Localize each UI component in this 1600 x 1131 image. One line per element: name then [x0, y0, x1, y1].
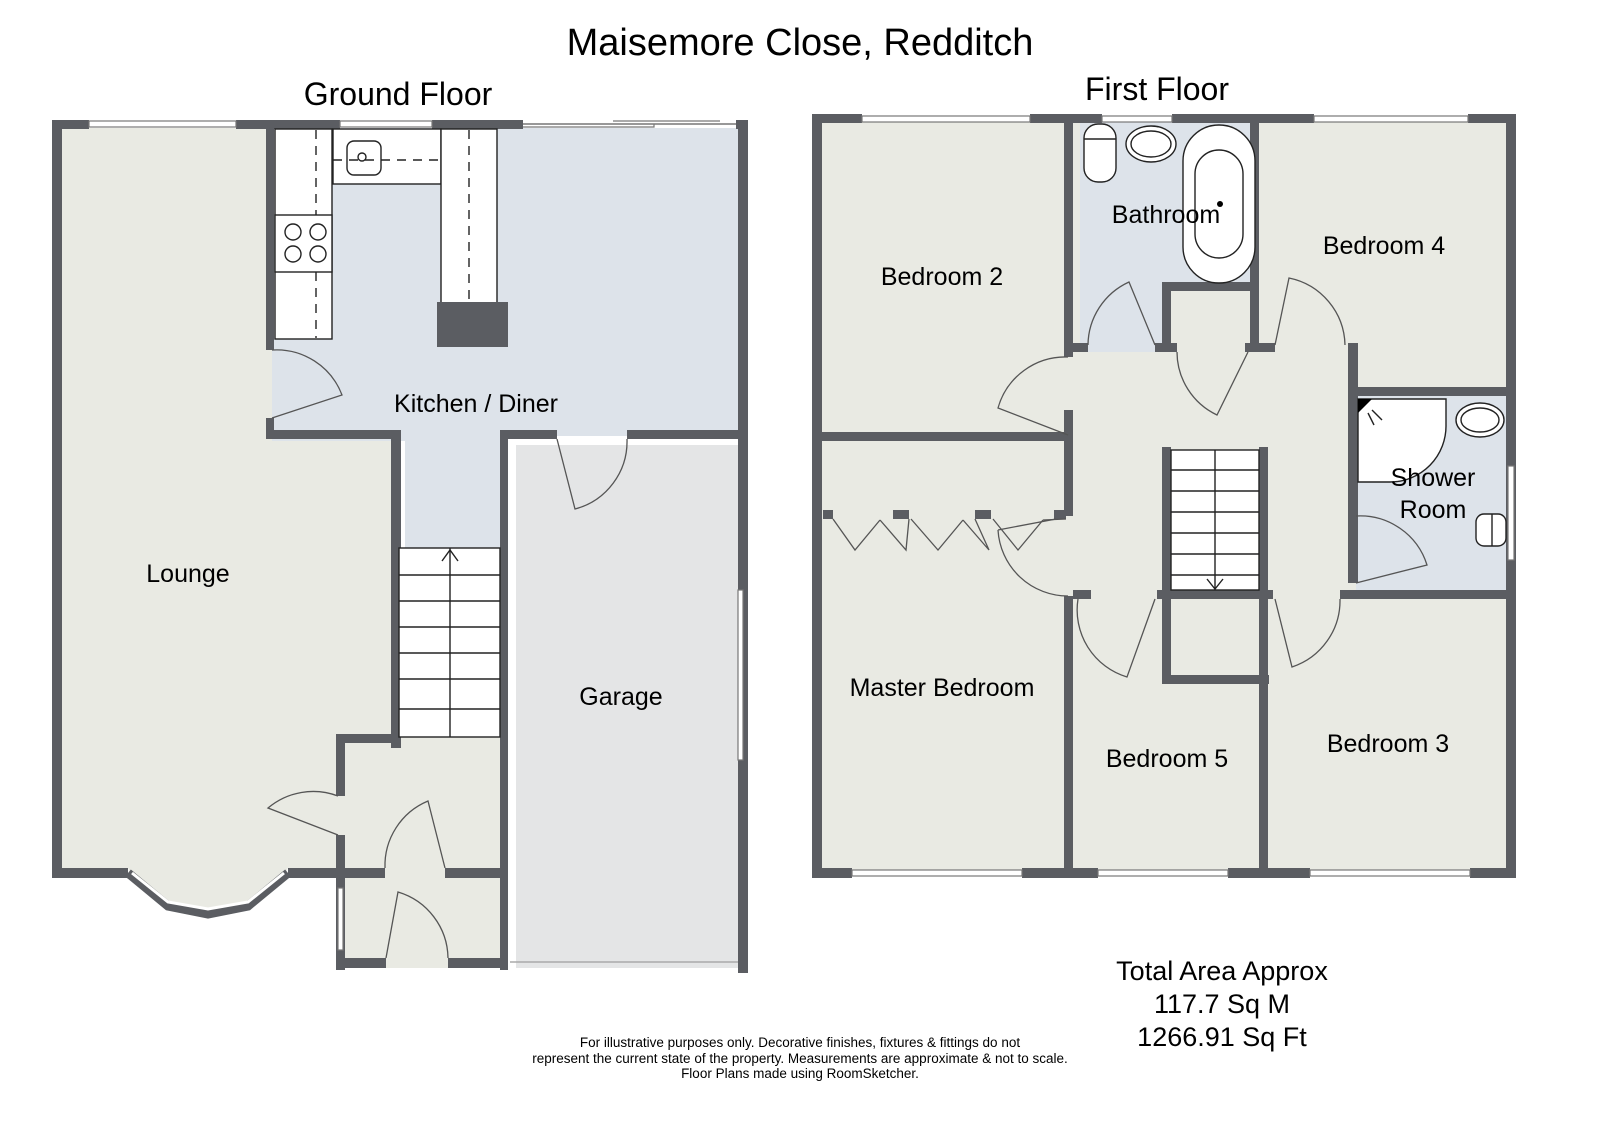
room-label-bedroom-5: Bedroom 5: [1105, 745, 1229, 773]
stairs-up: [398, 547, 501, 738]
door-bedroom-5: [1076, 598, 1156, 678]
stairs-down: [1170, 449, 1260, 591]
shower-basin-icon: [1455, 402, 1505, 438]
total-area-sq-ft: 1266.91 Sq Ft: [1137, 1022, 1307, 1052]
door-front: [385, 891, 449, 959]
room-label-master-bedroom: Master Bedroom: [849, 674, 1035, 702]
room-label-bedroom-3: Bedroom 3: [1326, 730, 1450, 758]
total-area-heading: Total Area Approx: [1116, 956, 1328, 986]
basin-icon: [1125, 125, 1177, 163]
chimney-block: [437, 302, 508, 347]
door-shower-room: [1355, 515, 1428, 584]
door-garage-internal: [556, 438, 628, 510]
door-kitchen-lounge: [271, 349, 343, 419]
door-hall-lounge: [266, 790, 339, 836]
shower-tray-icon: [1357, 398, 1447, 483]
door-master-bedroom: [997, 518, 1069, 597]
disclaimer: For illustrative purposes only. Decorati…: [532, 1035, 1068, 1082]
door-bedroom-2: [997, 356, 1069, 436]
wardrobe-doors: [832, 518, 1067, 552]
page-title: Maisemore Close, Redditch: [566, 22, 1034, 64]
door-bathroom: [1087, 281, 1156, 346]
first-floor-plan: [812, 114, 1516, 878]
door-bedroom-4: [1274, 277, 1346, 346]
room-label-shower-room: Shower Room: [1390, 464, 1476, 524]
disclaimer-line-3: Floor Plans made using RoomSketcher.: [681, 1066, 919, 1081]
toilet-icon: [1083, 123, 1117, 183]
ground-floor-plan: [52, 120, 748, 973]
disclaimer-line-2: represent the current state of the prope…: [532, 1050, 1068, 1066]
hob: [274, 214, 333, 273]
total-area-block: Total Area Approx 117.7 Sq M 1266.91 Sq …: [1116, 955, 1328, 1054]
room-label-bedroom-2: Bedroom 2: [880, 263, 1004, 291]
shower-toilet-icon: [1475, 513, 1507, 547]
door-bedroom-3: [1274, 598, 1341, 668]
lounge-floor: [61, 128, 391, 910]
room-label-bedroom-4: Bedroom 4: [1322, 232, 1446, 260]
disclaimer-line-1: For illustrative purposes only. Decorati…: [579, 1035, 1021, 1050]
first-floor-title: First Floor: [1085, 71, 1229, 107]
room-label-garage: Garage: [579, 683, 663, 711]
sink-icon: [346, 140, 382, 176]
room-label-kitchen-diner: Kitchen / Diner: [394, 390, 558, 418]
room-label-bathroom: Bathroom: [1111, 201, 1221, 229]
total-area-sq-m: 117.7 Sq M: [1153, 989, 1291, 1019]
door-porch-inner: [384, 800, 446, 869]
room-label-lounge: Lounge: [146, 560, 230, 588]
ground-floor-title: Ground Floor: [303, 76, 493, 112]
hob-ring-icon: [284, 223, 302, 241]
door-cupboard: [1176, 351, 1249, 416]
garage-floor: [516, 445, 741, 968]
